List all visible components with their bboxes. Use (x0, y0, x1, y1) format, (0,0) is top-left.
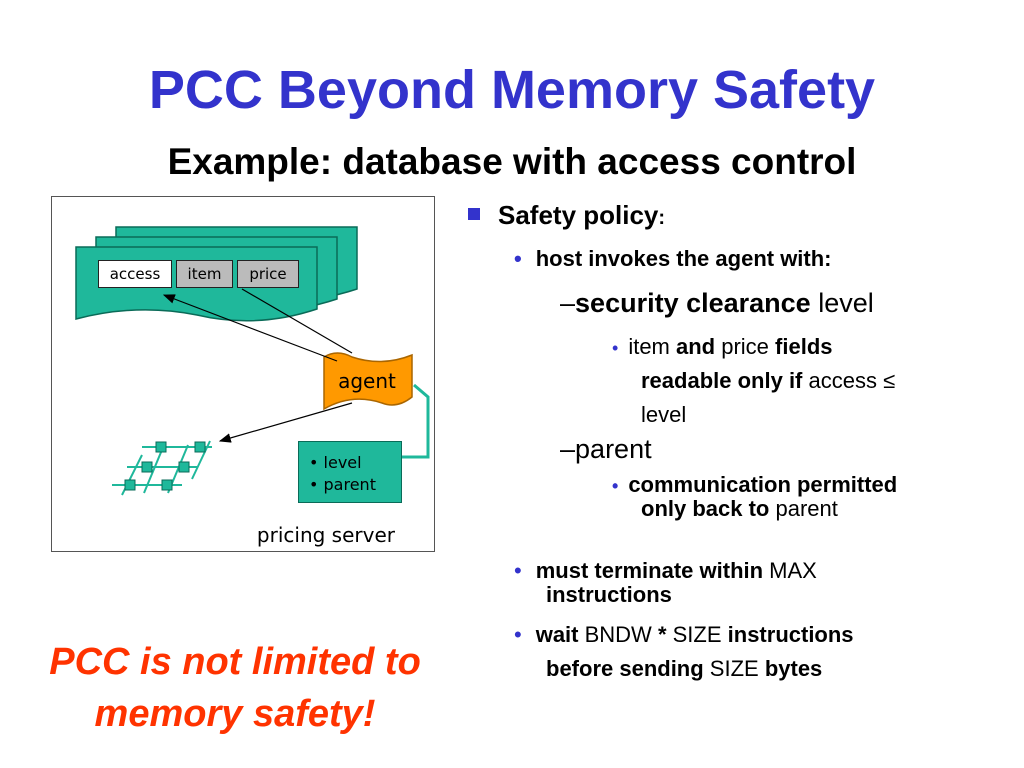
dot-bullet-icon: • (612, 338, 619, 358)
bullet-communication: •communication permitted (612, 472, 898, 497)
dash-bullet-icon: – (560, 288, 576, 318)
bullet-wait: •wait BNDW * SIZE instructions (514, 622, 854, 647)
arrow-agent-to-network (218, 402, 353, 443)
dot-bullet-icon: • (612, 476, 619, 496)
footer-callout: PCC is not limited to memory safety! (30, 636, 440, 740)
pricing-server-diagram: access item price agent • level • parent… (51, 196, 435, 552)
bullet-before-sending: before sending SIZE bytes (546, 656, 823, 681)
dot-bullet-icon: • (514, 622, 522, 647)
bullet-parent: –parent (560, 434, 652, 464)
bullet-safety-policy: Safety policy: (468, 200, 665, 231)
slide-title: PCC Beyond Memory Safety (148, 60, 876, 120)
arrow-agent-to-access (162, 294, 338, 362)
field-access: access (98, 260, 172, 288)
agent-params-box: • level • parent (298, 441, 402, 503)
bullet-item-price: •item and price fields (612, 334, 833, 359)
bullet-instructions: instructions (546, 582, 672, 607)
slide-subtitle: Example: database with access control (167, 141, 857, 182)
dot-bullet-icon: • (514, 246, 522, 271)
param-level: • level (309, 453, 362, 472)
pricing-server-label: pricing server (256, 523, 395, 547)
footer-line-2: memory safety! (94, 693, 376, 735)
square-bullet-icon (468, 208, 480, 220)
bullet-level-line: level (641, 402, 687, 427)
footer-line-1: PCC is not limited to (49, 641, 421, 683)
agent-scroll (323, 352, 413, 411)
agent-label: agent (338, 369, 396, 393)
param-parent: • parent (309, 475, 376, 494)
dash-bullet-icon: – (560, 434, 576, 464)
bullet-must-terminate: •must terminate within MAX (514, 558, 817, 583)
network-nodes (124, 441, 206, 491)
field-item: item (176, 260, 233, 288)
field-price: price (237, 260, 299, 288)
bullet-only-back-to: only back to parent (641, 496, 838, 521)
bullet-host-invokes: •host invokes the agent with: (514, 246, 832, 271)
dot-bullet-icon: • (514, 558, 522, 583)
params-connector (402, 383, 430, 459)
bullet-security-clearance: –security clearance level (560, 288, 874, 318)
bullet-readable-line: readable only if access ≤ (641, 368, 896, 393)
arrow-agent-to-item (241, 288, 353, 354)
